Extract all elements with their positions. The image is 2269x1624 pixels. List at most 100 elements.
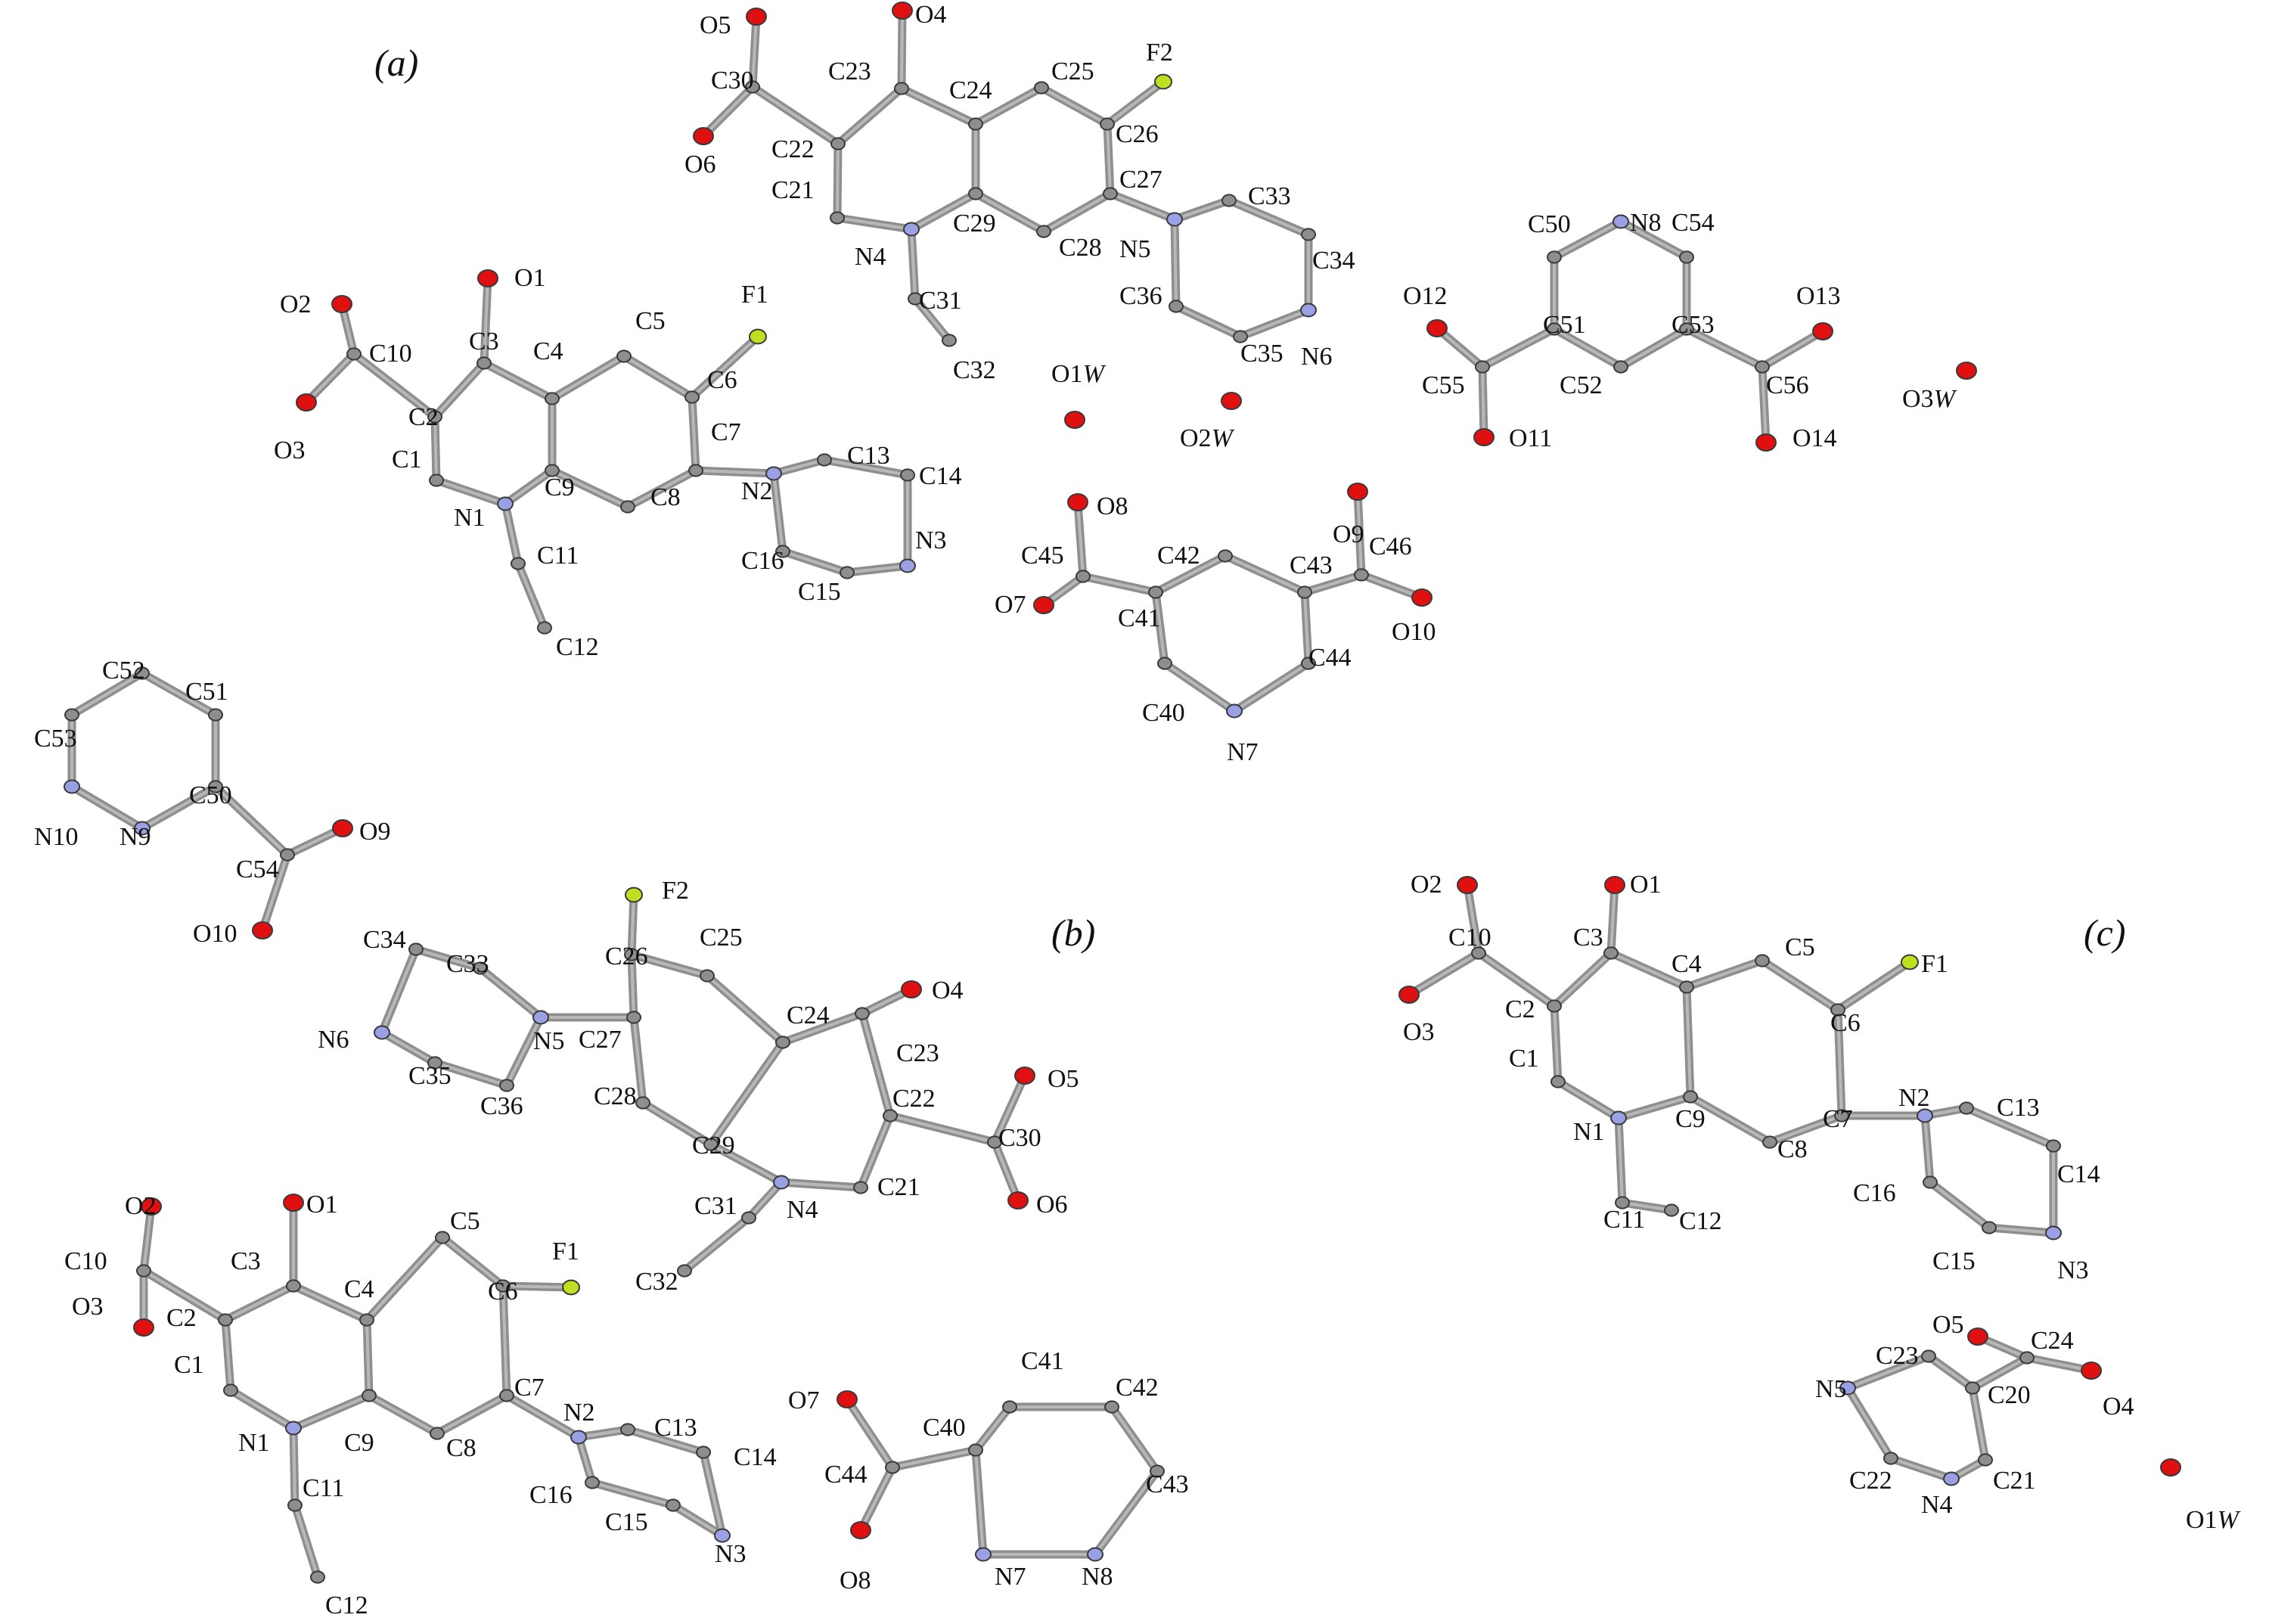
atom-o1w xyxy=(1064,410,1085,430)
atom-label-c3: C3 xyxy=(231,1247,261,1275)
atom-f2 xyxy=(1154,73,1172,90)
atom-c9 xyxy=(1683,1090,1698,1104)
bond-highlight xyxy=(1685,328,1764,368)
bond-highlight xyxy=(1553,220,1622,259)
bond-highlight xyxy=(1233,662,1310,713)
bond-highlight xyxy=(1619,328,1688,368)
bond-highlight xyxy=(691,396,697,472)
atom-label-c12: C12 xyxy=(1679,1207,1722,1235)
bond-highlight xyxy=(1303,573,1363,594)
atom-c24 xyxy=(2019,1351,2035,1365)
atom-label-c9: C9 xyxy=(1675,1105,1706,1133)
atom-f1 xyxy=(1901,954,1919,970)
atom-label-c14: C14 xyxy=(919,462,962,490)
bond-highlight xyxy=(1239,309,1310,338)
bond-highlight xyxy=(1768,1114,1843,1144)
bond-highlight xyxy=(141,672,217,716)
atom-n4 xyxy=(773,1175,790,1190)
atom-c51 xyxy=(208,708,223,722)
atom-label-c5: C5 xyxy=(635,307,666,335)
atom-label-c12: C12 xyxy=(325,1591,368,1619)
atom-c21 xyxy=(853,1181,868,1194)
bond-highlight xyxy=(1109,192,1176,221)
panel-label-c: (c) xyxy=(2084,911,2126,954)
atom-label-c53: C53 xyxy=(1671,311,1715,339)
atom-n9 xyxy=(134,821,151,836)
atom-label-c55: C55 xyxy=(1422,371,1465,399)
bond-highlight xyxy=(1356,490,1363,576)
atom-label-c34: C34 xyxy=(363,926,406,954)
atom-label-c16: C16 xyxy=(741,547,784,575)
atom-label-o1w: O1W xyxy=(1051,360,1107,388)
atom-c46 xyxy=(1354,568,1369,582)
atom-c12 xyxy=(1664,1203,1679,1217)
atom-c7 xyxy=(1834,1109,1849,1123)
atom-label-o3: O3 xyxy=(274,436,306,464)
bond-highlight xyxy=(501,1284,508,1397)
atom-c45 xyxy=(1076,570,1091,583)
atom-o5 xyxy=(1967,1327,1988,1346)
bond-highlight xyxy=(632,1016,644,1104)
atom-o7 xyxy=(1033,595,1054,615)
atom-c12 xyxy=(310,1570,325,1584)
atom-o10 xyxy=(1411,588,1432,607)
atom-c3 xyxy=(286,1279,301,1293)
atom-label-c43: C43 xyxy=(1146,1470,1189,1498)
atom-label-c45: C45 xyxy=(1021,542,1064,570)
atom-label-c44: C44 xyxy=(1308,644,1352,672)
atom-c12 xyxy=(537,621,552,635)
atom-n3 xyxy=(714,1528,731,1543)
atom-label-c36: C36 xyxy=(1119,282,1162,310)
atom-o13 xyxy=(1812,321,1833,341)
atom-o5 xyxy=(1014,1066,1035,1085)
bond-highlight xyxy=(141,785,217,830)
atom-label-o6: O6 xyxy=(1036,1191,1068,1219)
atom-o4 xyxy=(2081,1361,2102,1380)
bond-highlight xyxy=(142,1269,227,1321)
atom-n6 xyxy=(1300,303,1317,318)
atom-label-c29: C29 xyxy=(692,1132,735,1160)
atom-label-c7: C7 xyxy=(514,1374,545,1402)
atom-label-n1: N1 xyxy=(454,504,486,532)
bond-highlight xyxy=(974,86,1043,126)
bond-highlight xyxy=(1360,573,1423,599)
atom-c29 xyxy=(968,187,983,200)
atom-o9 xyxy=(332,818,353,838)
bond-highlight xyxy=(292,1394,371,1430)
atom-label-c4: C4 xyxy=(533,337,563,365)
atom-label-c51: C51 xyxy=(1543,311,1586,339)
bond-highlight xyxy=(1173,218,1178,308)
bond-highlight xyxy=(630,893,635,956)
atom-label-c36: C36 xyxy=(480,1092,523,1120)
atom-c7 xyxy=(688,464,703,477)
bond-highlight xyxy=(694,469,775,475)
bond-highlight xyxy=(1609,952,1688,989)
bond-highlight xyxy=(380,1031,436,1064)
atom-label-c32: C32 xyxy=(953,356,996,384)
bond-highlight xyxy=(414,948,482,970)
atom-label-c14: C14 xyxy=(2057,1160,2100,1188)
atom-o3w xyxy=(1956,361,1977,380)
atom-c26 xyxy=(624,948,639,961)
atom-label-c26: C26 xyxy=(605,942,648,970)
bond-highlight xyxy=(630,953,635,1019)
atom-label-o9: O9 xyxy=(359,818,391,846)
bond-highlight xyxy=(1836,961,1911,1011)
atom-label-c11: C11 xyxy=(1603,1206,1645,1234)
atom-label-f2: F2 xyxy=(662,877,689,905)
atom-label-n7: N7 xyxy=(995,1563,1026,1591)
bond-highlight xyxy=(1481,328,1556,368)
atom-label-c40: C40 xyxy=(923,1414,966,1442)
atom-c4 xyxy=(359,1313,374,1327)
atom-n4 xyxy=(903,222,920,237)
atom-label-n1: N1 xyxy=(238,1429,270,1457)
atom-label-c42: C42 xyxy=(1157,542,1200,570)
atom-label-c27: C27 xyxy=(579,1026,622,1054)
atom-n5 xyxy=(532,1010,549,1025)
bond-highlight xyxy=(900,87,977,126)
atom-c15 xyxy=(1982,1221,1997,1234)
atom-label-c11: C11 xyxy=(537,542,579,570)
bond-highlight xyxy=(1927,1355,1974,1390)
